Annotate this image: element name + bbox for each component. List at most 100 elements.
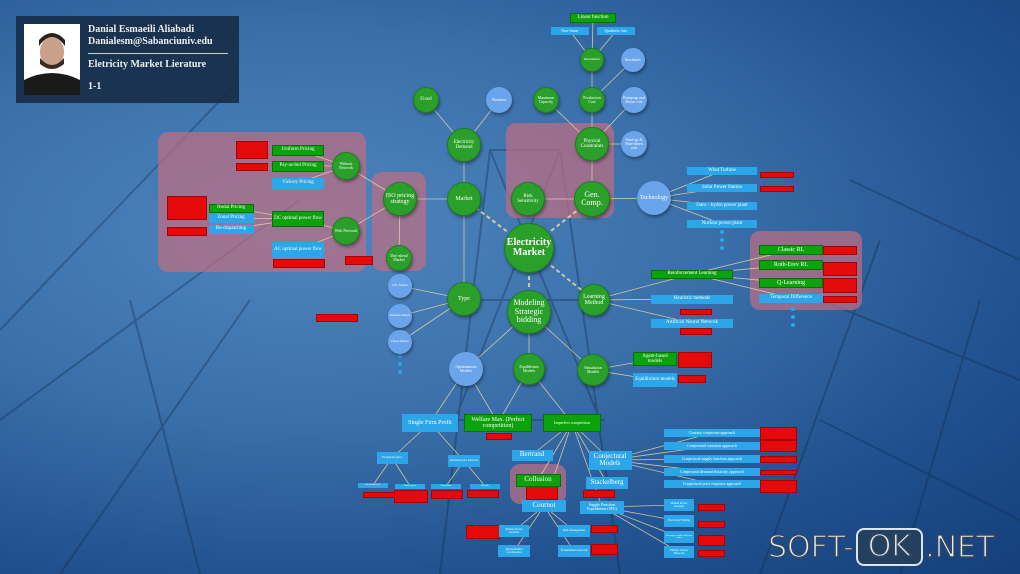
node-sfe[interactable]: Supply Function Equilibrium (SFE) [580, 500, 624, 514]
node-imperfect[interactable]: Imperfect competition [543, 414, 601, 432]
node-cva[interactable]: Conjectural variation approach [664, 442, 760, 450]
node-tech[interactable]: Technology [637, 181, 671, 215]
node-quad[interactable]: Quadratic fun. [597, 27, 635, 35]
reference-note[interactable] [760, 456, 797, 463]
reference-note[interactable] [583, 490, 615, 498]
reference-note[interactable] [760, 480, 797, 493]
node-ep[interactable]: Electricity Pricing [664, 515, 694, 527]
node-demprice[interactable]: Demand-price function [448, 455, 480, 467]
node-heur[interactable]: Heuristic methods [651, 294, 733, 304]
reference-note[interactable] [431, 490, 463, 499]
node-uniform[interactable]: Uniform Pricing [272, 144, 324, 156]
reference-note[interactable] [678, 352, 712, 368]
reference-note[interactable] [823, 246, 857, 255]
node-wind[interactable]: Wind Turbine [687, 167, 757, 175]
node-future[interactable]: Future Market [388, 330, 412, 354]
node-single[interactable]: Single Firm Profit [402, 414, 458, 432]
node-fixed[interactable]: Fixed [413, 87, 439, 113]
node-determ[interactable]: Deterministic [580, 48, 604, 72]
node-learn[interactable]: Learning Method [578, 284, 610, 316]
reference-note[interactable] [394, 490, 428, 503]
node-otc[interactable]: OTC Market [388, 274, 412, 298]
node-payasbid[interactable]: Pay-as-bid Pricing [272, 160, 324, 172]
node-sp1[interactable]: Stochastic price [395, 483, 425, 489]
reference-note[interactable] [680, 309, 712, 315]
node-risk[interactable]: Risk Sensitivity [511, 182, 545, 216]
reference-note[interactable] [678, 375, 706, 383]
node-type[interactable]: Type [447, 282, 481, 316]
reference-note[interactable] [591, 525, 618, 533]
reference-note[interactable] [466, 525, 500, 539]
reference-note[interactable] [760, 186, 794, 192]
node-eqmodels[interactable]: Equilibrium models [633, 373, 677, 387]
node-optm[interactable]: Optimization Models [449, 352, 483, 386]
node-demand[interactable]: Electricity Demand [447, 128, 481, 162]
node-nodal[interactable]: Nodal Pricing [208, 203, 254, 213]
node-without[interactable]: Without Network [332, 152, 360, 180]
node-random[interactable]: Random [486, 87, 512, 113]
node-dcopf[interactable]: DC optimal power flow [272, 211, 324, 227]
node-rl[interactable]: Reinforcement Learning [651, 269, 733, 279]
node-collusion[interactable]: Collusion [515, 473, 561, 487]
node-iso[interactable]: ISO pricing strategy [383, 182, 417, 216]
node-solar[interactable]: Solar Power Station [687, 184, 757, 192]
reference-note[interactable] [760, 427, 797, 440]
node-phys[interactable]: Physical Constraints [575, 127, 609, 161]
node-mpa2[interactable]: Market Power Analysis [664, 499, 694, 511]
reference-note[interactable] [273, 259, 325, 268]
reference-note[interactable] [760, 470, 797, 475]
node-td[interactable]: Temporal Difference [759, 293, 823, 303]
node-dayahead[interactable]: Day-ahead Market [386, 245, 412, 271]
node-csfa[interactable]: Conjectural supply function approach [664, 455, 760, 463]
node-mpa1[interactable]: Market Power Analysis [499, 525, 529, 537]
node-market[interactable]: Market [447, 182, 481, 216]
node-classic[interactable]: Classic RL [759, 245, 823, 255]
node-epn[interactable]: Electric Power Network [664, 546, 694, 558]
node-nuclear[interactable]: Nuclear power plant [687, 220, 757, 228]
reference-note[interactable] [591, 544, 618, 555]
node-stoch[interactable]: Stochastic [621, 48, 645, 72]
node-redisp[interactable]: Re-dispatching [208, 224, 254, 234]
node-with[interactable]: With Network [332, 217, 360, 245]
node-msb[interactable]: Modeling Strategic bidding [507, 290, 551, 334]
node-s2[interactable]: Stochastic [470, 483, 500, 489]
node-welfare[interactable]: Welfare Max. (Perfect competition) [464, 414, 532, 432]
node-riskm[interactable]: Risk Management [558, 525, 590, 537]
node-simm[interactable]: Simulation Models [577, 354, 609, 386]
reference-note[interactable] [698, 550, 725, 557]
node-cca[interactable]: Cournot conjecture approach [664, 429, 760, 437]
reference-note[interactable] [236, 141, 268, 159]
reference-note[interactable] [823, 296, 857, 303]
node-cpra[interactable]: Conjectural price response approach [664, 480, 760, 488]
node-conj[interactable]: Conjectural Models [588, 450, 632, 470]
reference-note[interactable] [698, 521, 725, 528]
reference-note[interactable] [760, 172, 794, 178]
reference-note[interactable] [236, 163, 268, 171]
node-d2[interactable]: Deterministic [431, 483, 461, 489]
reference-note[interactable] [823, 278, 857, 293]
node-vickrey[interactable]: Vickrey Pricing [272, 177, 324, 189]
node-linear[interactable]: Linear function [570, 13, 616, 23]
node-gen[interactable]: Gen. Comp. [574, 181, 610, 217]
node-ann[interactable]: Artificial Neural Network [651, 318, 733, 328]
node-agent[interactable]: Agent-based models [633, 352, 677, 366]
node-startup[interactable]: Start-up & Shut-down cost [621, 131, 647, 157]
node-eqm[interactable]: Equilibrium Models [513, 353, 545, 385]
reference-note[interactable] [467, 490, 499, 498]
node-maxcap[interactable]: Maximum Capacity [533, 87, 559, 113]
node-realtime[interactable]: Realtime Market [388, 304, 412, 328]
node-exog[interactable]: Exogenous price [376, 452, 408, 464]
node-nonlin[interactable]: Non-linear [551, 27, 589, 35]
reference-note[interactable] [167, 227, 207, 236]
node-trans[interactable]: Transmission network [558, 545, 590, 557]
node-isfe[interactable]: Inter-supply feasible equilibrium studie… [664, 531, 694, 543]
node-stack[interactable]: Stackelberg [586, 477, 628, 489]
node-dp1[interactable]: Deterministic price [358, 482, 388, 488]
node-roth[interactable]: Roth-Erev RL [759, 260, 823, 270]
reference-note[interactable] [167, 196, 207, 220]
reference-note[interactable] [680, 328, 712, 335]
reference-note[interactable] [760, 440, 797, 452]
node-cdea[interactable]: Conjectural demand elasticity approach [664, 468, 760, 476]
node-zonal[interactable]: Zonal Pricing [208, 213, 254, 223]
reference-note[interactable] [345, 256, 373, 265]
